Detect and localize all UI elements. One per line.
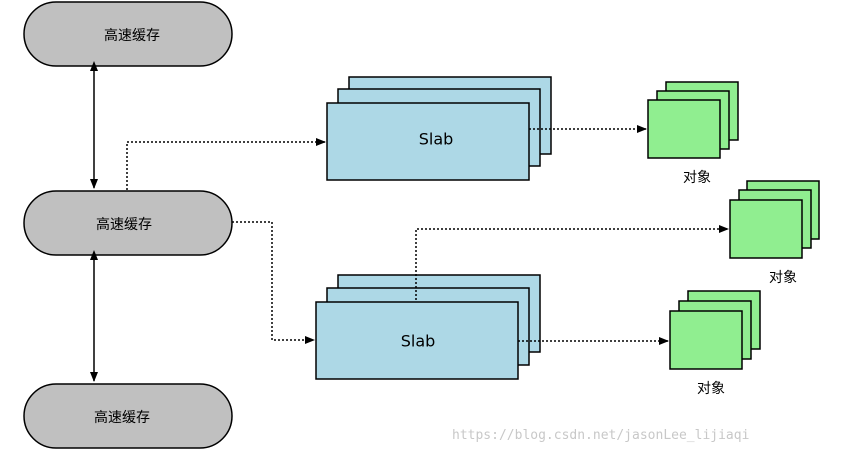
link-cache-to-upper-slab <box>126 138 326 190</box>
watermark-caption: https://blog.csdn.net/jasonLee_lijiaqi <box>452 428 750 443</box>
cache-node-bottom: 高速缓存 <box>23 383 233 449</box>
object-label-middle: 对象 <box>769 270 797 286</box>
cache-node-top: 高速缓存 <box>23 1 233 67</box>
cache-node-middle: 高速缓存 <box>23 190 233 256</box>
object-stack-top: 对象 <box>647 81 739 186</box>
cache-label-top: 高速缓存 <box>104 27 160 44</box>
cache-label-bottom: 高速缓存 <box>94 409 150 426</box>
object-label-bottom: 对象 <box>697 381 725 397</box>
object-label-top: 对象 <box>683 170 711 186</box>
object-stack-bottom: 对象 <box>669 290 761 397</box>
cache-label-middle: 高速缓存 <box>96 216 152 233</box>
link-cache-to-lower-slab <box>232 221 315 344</box>
slab-label-lower: Slab <box>401 332 436 351</box>
slab-label-upper: Slab <box>419 130 454 149</box>
object-stack-middle: 对象 <box>729 180 820 286</box>
slab-stack-upper: Slab <box>326 76 552 181</box>
slab-stack-lower: Slab <box>315 274 541 380</box>
